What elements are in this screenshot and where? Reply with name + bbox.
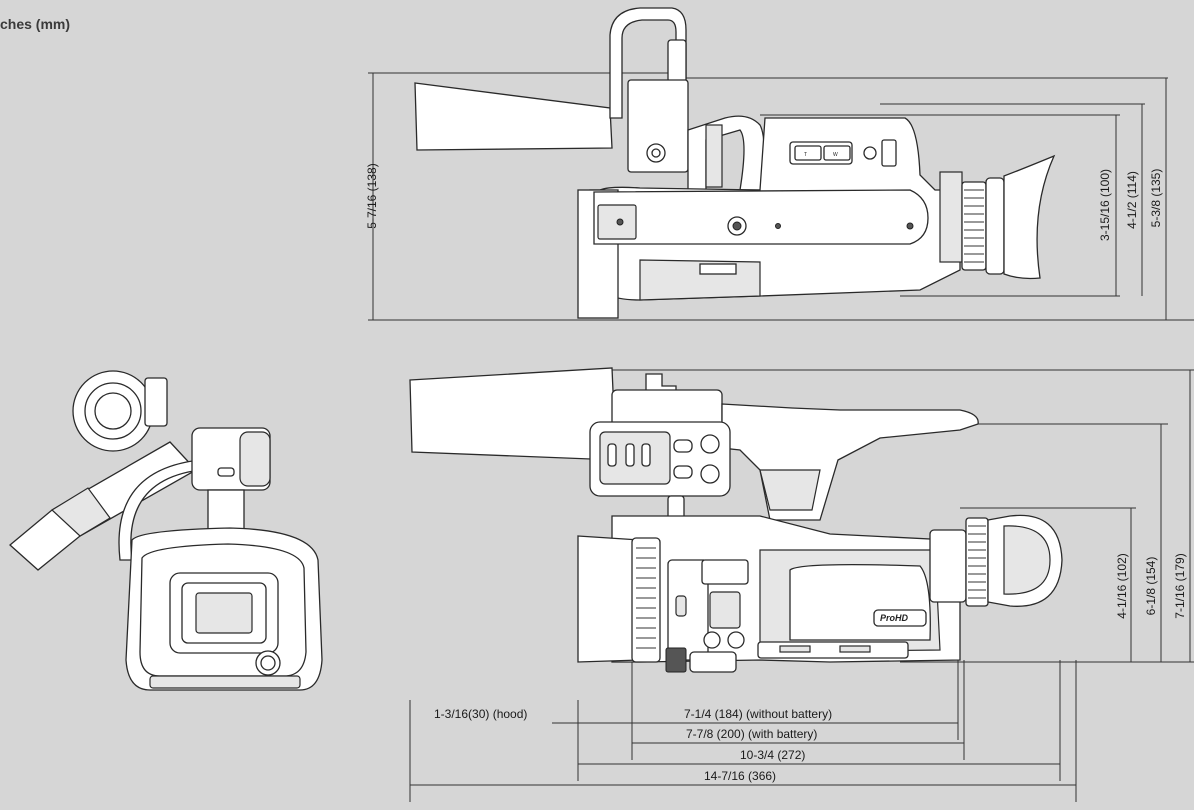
dim-body-height: 3-15/16 (100) [1098, 169, 1112, 241]
dim-length-366: 14-7/16 (366) [704, 769, 776, 783]
dim-height-102: 4-1/16 (102) [1115, 553, 1129, 618]
dim-grip-height: 4-1/2 (114) [1125, 171, 1139, 229]
dim-total-height: 5-7/16 (138) [365, 163, 379, 228]
camera-front-view [9, 370, 323, 691]
dim-height-154: 6-1/8 (154) [1144, 557, 1158, 616]
dim-overall-height: 5-3/8 (135) [1149, 169, 1163, 228]
prohd-logo: ProHD [880, 613, 909, 623]
dim-height-179: 7-1/16 (179) [1173, 553, 1187, 618]
dim-length-272: 10-3/4 (272) [740, 748, 805, 762]
zoom-w-label: W [833, 152, 838, 158]
camera-side-view: ProHD [409, 367, 1194, 802]
dim-hood-length: 1-3/16(30) (hood) [434, 707, 527, 721]
dim-length-with-battery: 7-7/8 (200) (with battery) [686, 727, 817, 741]
dim-length-without-battery: 7-1/4 (184) (without battery) [684, 707, 832, 721]
units-label: ches (mm) [0, 16, 71, 32]
zoom-t-label: T [804, 152, 807, 158]
camera-top-view: T W [368, 7, 1194, 321]
